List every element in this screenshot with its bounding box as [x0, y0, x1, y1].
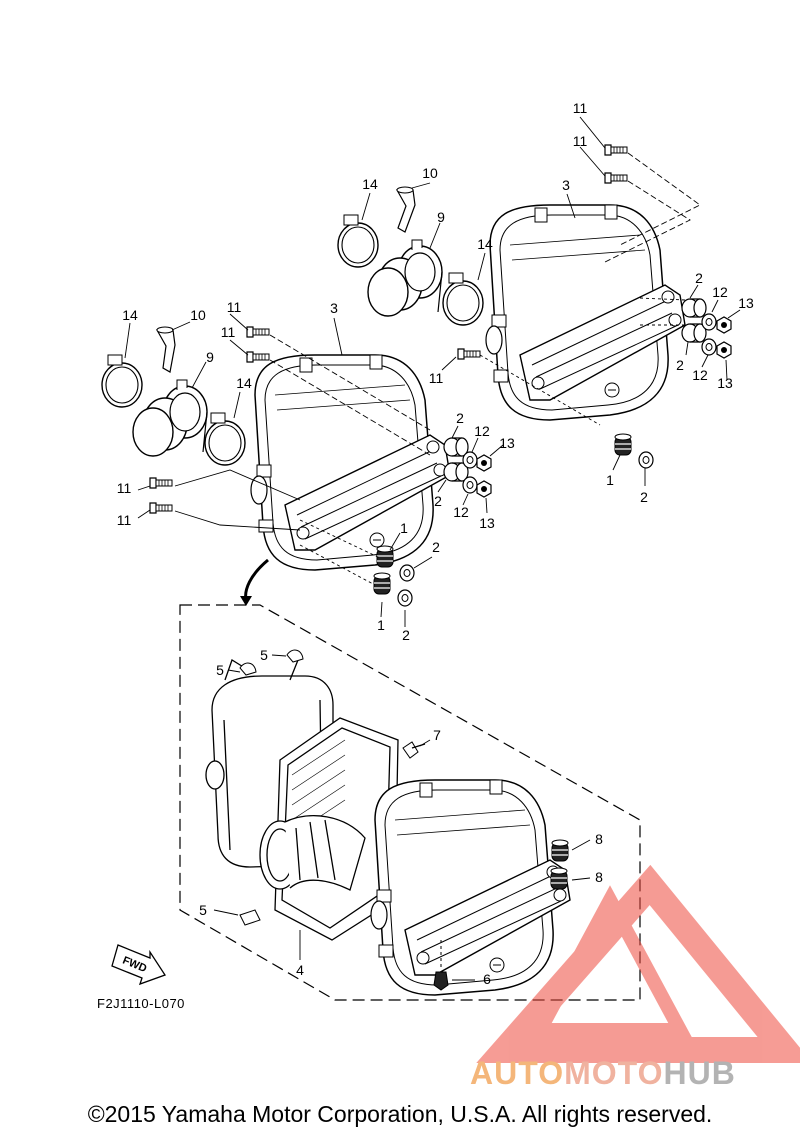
- callout-13: 13: [479, 515, 495, 531]
- upper-right-intake-boot: [367, 239, 443, 317]
- callout-13: 13: [717, 375, 733, 391]
- left-clamp-b: [204, 412, 246, 466]
- left-air-box: [250, 354, 451, 571]
- callout-12: 12: [712, 284, 728, 300]
- detail-leader-lines: [213, 654, 591, 981]
- callout-9: 9: [437, 209, 445, 225]
- upper-right-leader-lines: [361, 116, 741, 486]
- callout-2: 2: [456, 410, 464, 426]
- copyright-notice: ©2015 Yamaha Motor Corporation, U.S.A. A…: [87, 1101, 713, 1127]
- callout-5: 5: [216, 662, 224, 678]
- callout-11: 11: [221, 324, 236, 340]
- callout-2: 2: [676, 357, 684, 373]
- detail-outer-case: [370, 779, 571, 996]
- left-intake-boot: [132, 379, 208, 457]
- callout-1: 1: [606, 472, 614, 488]
- callout-14: 14: [477, 236, 493, 252]
- detail-pointer-arrow: [240, 558, 269, 606]
- callout-8: 8: [595, 869, 603, 885]
- detail-dashed-frame: [179, 604, 641, 1001]
- watermark-moto: MOTO: [564, 1055, 664, 1091]
- callout-13: 13: [738, 295, 754, 311]
- callout-11: 11: [573, 100, 588, 116]
- upper-right-clamp-a: [337, 214, 379, 268]
- callout-12: 12: [692, 367, 708, 383]
- left-breather-pipe: [155, 326, 176, 373]
- detail-funnel: [259, 815, 366, 891]
- detail-hardware: [239, 649, 569, 991]
- callout-11: 11: [573, 133, 588, 149]
- callout-13: 13: [499, 435, 515, 451]
- callout-2: 2: [432, 539, 440, 555]
- callout-6: 6: [483, 971, 491, 987]
- callout-14: 14: [122, 307, 138, 323]
- callout-12: 12: [474, 423, 490, 439]
- callout-2: 2: [434, 493, 442, 509]
- callout-7: 7: [433, 727, 441, 743]
- callout-5: 5: [260, 647, 268, 663]
- callout-12: 12: [453, 504, 469, 520]
- callout-11: 11: [117, 480, 132, 496]
- callout-11: 11: [227, 299, 242, 315]
- watermark-auto: AUTO: [470, 1055, 565, 1091]
- upper-right-breather-pipe: [395, 186, 416, 233]
- part-code-label: F2J1110-L070: [97, 996, 185, 1011]
- left-leader-lines: [124, 313, 504, 627]
- callout-3: 3: [330, 300, 338, 316]
- callout-2: 2: [695, 270, 703, 286]
- fwd-arrow-icon: FWD: [111, 944, 166, 986]
- callout-8: 8: [595, 831, 603, 847]
- callout-10: 10: [190, 307, 206, 323]
- callout-1: 1: [400, 520, 408, 536]
- callout-5: 5: [199, 902, 207, 918]
- callout-14: 14: [236, 375, 252, 391]
- callout-4: 4: [296, 962, 304, 978]
- upper-right-clamp-b: [442, 272, 484, 326]
- watermark-text: AUTOMOTOHUB: [470, 1055, 736, 1092]
- callout-9: 9: [206, 349, 214, 365]
- callout-2: 2: [640, 489, 648, 505]
- watermark-hub: HUB: [663, 1055, 736, 1091]
- callout-labels: 11 11 3 10 14 9 14 2 12 13 2 12 13 11 1 …: [117, 100, 754, 987]
- watermark-logo: [476, 864, 800, 1063]
- left-clamp-a: [101, 354, 143, 408]
- callout-11: 11: [429, 370, 444, 386]
- callout-1: 1: [377, 617, 385, 633]
- callout-11: 11: [117, 512, 132, 528]
- callout-3: 3: [562, 177, 570, 193]
- callout-10: 10: [422, 165, 438, 181]
- callout-14: 14: [362, 176, 378, 192]
- callout-2: 2: [402, 627, 410, 643]
